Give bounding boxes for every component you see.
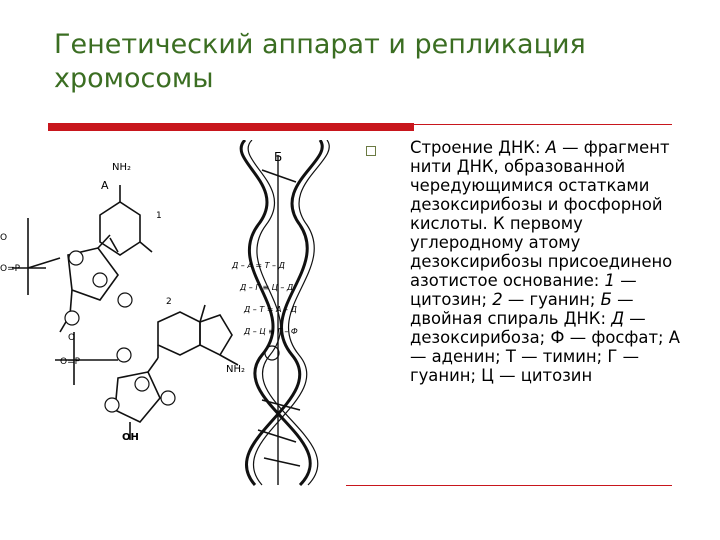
pair-label: Д – Т = А – Д [243,305,297,314]
svg-text:O=P: O=P [60,357,81,367]
italic-label: А [545,138,557,157]
svg-text:O: O [0,233,7,243]
nh2-right-label: NH₂ [226,364,245,375]
label-1: 1 [156,211,162,221]
oh-label: OH [122,432,139,443]
italic-label: Б [600,290,612,309]
description-paragraph: Строение ДНК: А — фрагмент нити ДНК, обр… [410,138,680,385]
title-underline-thin [414,124,672,125]
text-segment: Строение ДНК: [410,138,546,157]
bottom-divider [346,485,672,486]
italic-label: 1 [604,271,615,290]
svg-text:O: O [68,333,75,343]
text-segment: — цитозин; [410,271,637,309]
pair-label: Д – Ц ≡ Г – Ф [243,327,298,336]
text-segment: — двойная спираль ДНК: [410,290,634,328]
dna-diagram: O O=P O O=P NH₂ NH₂ OH А 1 2 Б Д – А = Т… [0,140,330,487]
helix-pair-labels: Д – А = Т – Д Д – Г ≡ Ц – Д Д – Т = А – … [231,261,298,336]
label-2: 2 [166,297,172,307]
label-a: А [101,179,109,192]
dna-figure: O O=P O O=P NH₂ NH₂ OH А 1 2 Б Д – А = Т… [0,140,350,490]
italic-label: 2 [492,290,503,309]
double-helix [239,140,330,487]
italic-label: Д [611,309,624,328]
square-bullet-icon [366,146,376,156]
text-segment: — гуанин; [502,290,601,309]
pair-label: Д – Г ≡ Ц – Д [239,283,293,292]
text-segment: — дезоксирибоза; Ф — фосфат; А — аденин;… [410,309,680,385]
text-segment: — фрагмент нити ДНК, образованной череду… [410,138,673,290]
svg-text:O=P: O=P [0,264,21,274]
pair-label: Д – А = Т – Д [231,261,285,270]
title-underline-bar [48,123,414,131]
slide-title: Генетический аппарат и репликация хромос… [54,29,586,94]
nh2-top-label: NH₂ [112,162,131,173]
